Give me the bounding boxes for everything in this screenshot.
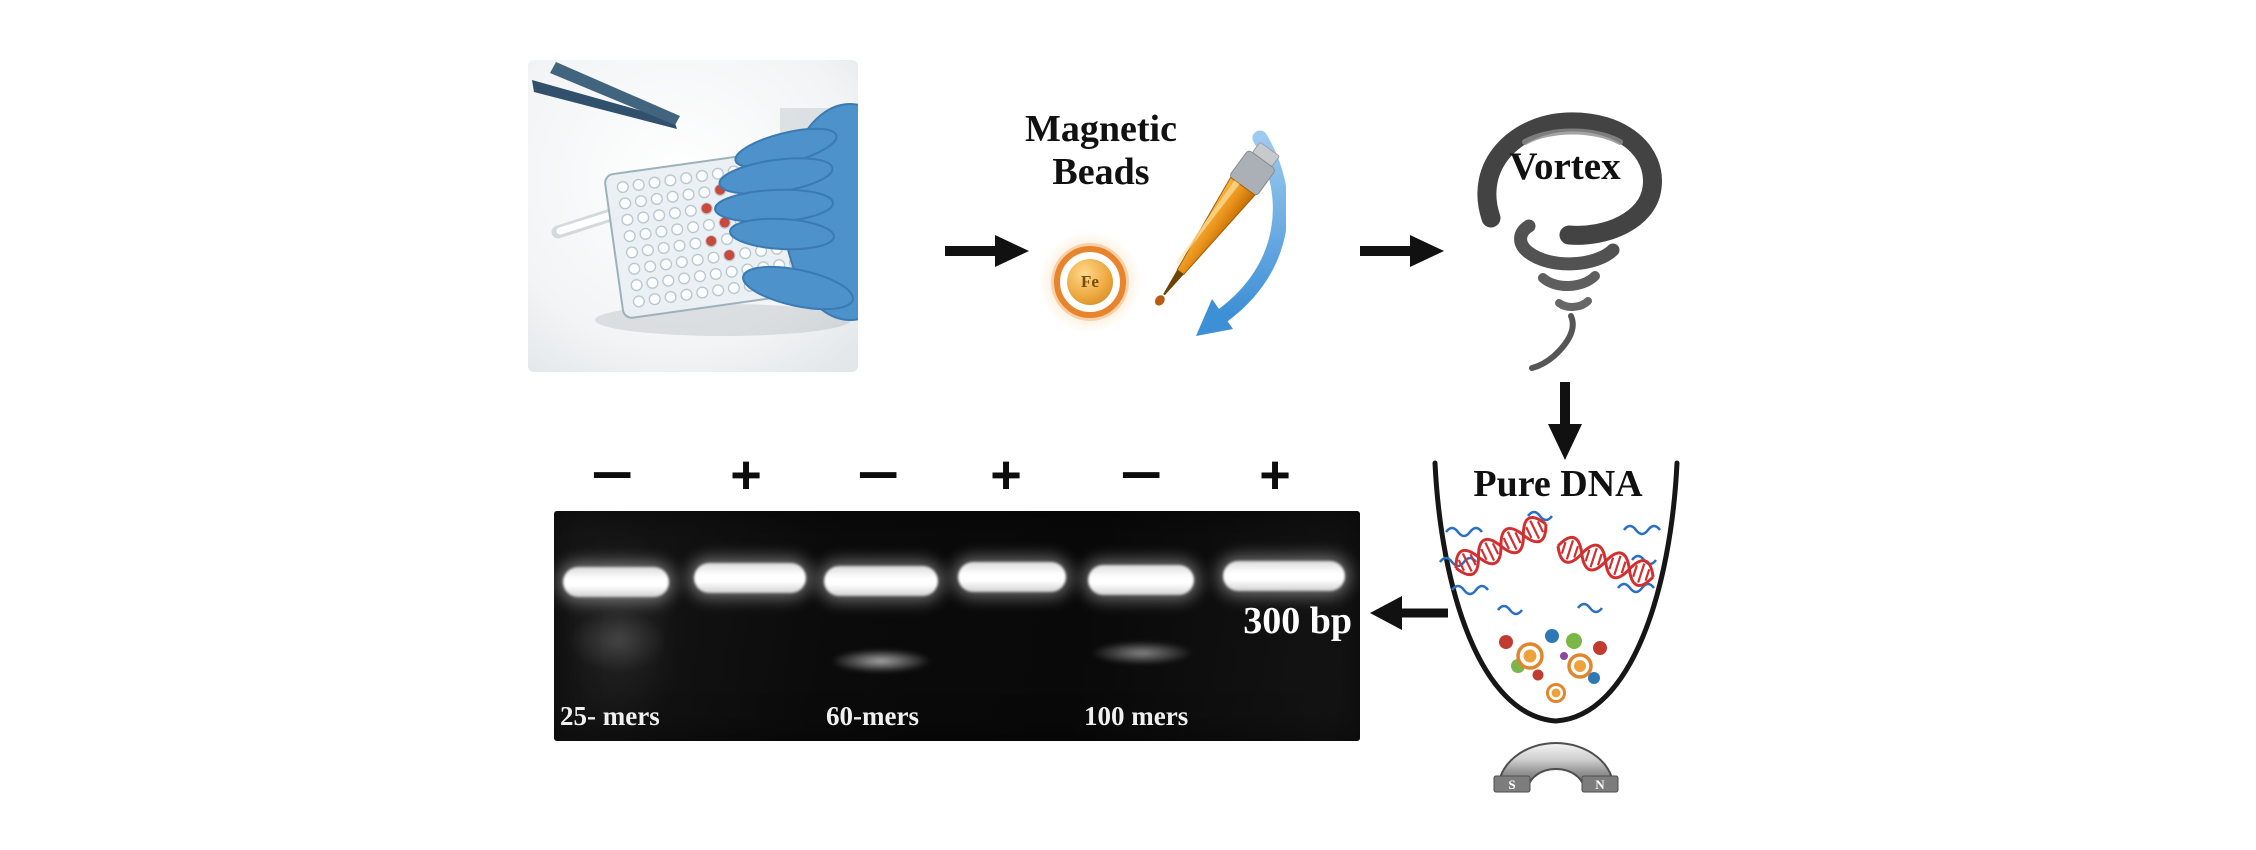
gel-sample-label-1: 25- mers [560, 701, 660, 731]
pipette-body [1154, 142, 1280, 306]
vortex-icon [1477, 112, 1662, 371]
bead-core: Fe [1067, 259, 1113, 305]
gel-band-main-3 [824, 566, 938, 596]
gel-image: 25- mers 60-mers 100 mers 300 bp [554, 511, 1360, 741]
magnet-north-label: N [1595, 777, 1605, 792]
sample-tube-icon [1432, 460, 1680, 724]
magnetic-beads-line2: Beads [1052, 150, 1150, 193]
magnet-south-label: S [1508, 777, 1515, 792]
magnet-icon: S N [1493, 742, 1619, 793]
pure-dna-label: Pure DNA [1473, 463, 1643, 505]
sample-plate-illustration [528, 60, 858, 372]
band-size-label: 300 bp [1243, 600, 1352, 642]
lane-sign-6: + [1259, 445, 1291, 505]
magnetic-beads-label: Magnetic Beads [996, 108, 1206, 193]
lane-sign-2: + [730, 445, 762, 505]
bead-fe-label: Fe [1081, 272, 1099, 291]
gel-band-main-5 [1088, 565, 1194, 595]
flow-arrow-left-icon [1370, 596, 1448, 630]
bead-ring [1054, 246, 1126, 318]
gel-band-main-2 [694, 563, 806, 593]
gel-band-secondary-3 [830, 649, 932, 673]
gel-band-main-4 [958, 562, 1066, 592]
lane-sign-5: − [1119, 445, 1163, 505]
sample-plate-photo [528, 60, 858, 372]
gel-band-secondary-1 [568, 609, 668, 673]
gel-sample-label-2: 60-mers [826, 701, 919, 731]
tweezers-icon [532, 62, 680, 129]
flow-arrow-right-1-icon [945, 235, 1029, 267]
pipette-icon [1154, 130, 1286, 336]
gel-band-secondary-5 [1090, 641, 1194, 665]
vortex-label: Vortex [1509, 145, 1621, 188]
tube-outline [1432, 460, 1680, 724]
lane-sign-4: + [990, 445, 1022, 505]
gel-lane-haze [562, 529, 680, 733]
flow-arrow-right-2-icon [1360, 235, 1444, 267]
flow-arrow-down-icon [1548, 382, 1582, 460]
magnetic-bead-icon: Fe [1040, 232, 1140, 332]
gel-band-main-6 [1223, 561, 1345, 591]
magnetic-beads-line1: Magnetic [1025, 108, 1177, 150]
glove [714, 103, 858, 321]
lane-sign-1: − [590, 445, 634, 505]
beads-cluster-icon [1499, 629, 1607, 703]
dna-helix-icon [1556, 536, 1655, 587]
dna-helix-icon [1454, 516, 1548, 577]
gel-band-main-1 [563, 567, 669, 597]
lane-sign-3: − [856, 445, 900, 505]
gel-sample-label-3: 100 mers [1084, 701, 1189, 731]
